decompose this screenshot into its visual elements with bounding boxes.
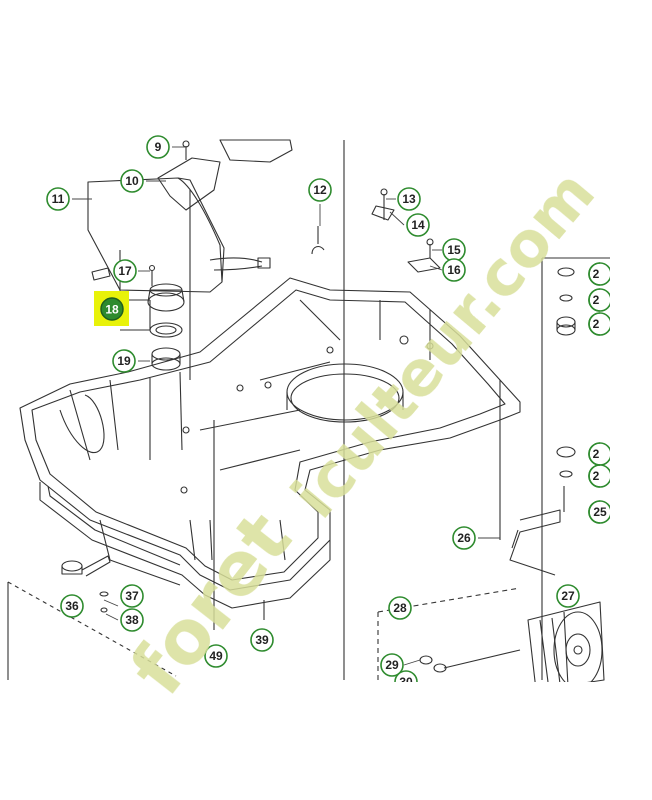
watermark-text-left: foret bbox=[114, 497, 308, 712]
callout-18: 18 bbox=[105, 303, 119, 317]
callout-18-ring bbox=[100, 297, 124, 321]
callout-9: 9 bbox=[155, 140, 162, 154]
callout-13: 13 bbox=[402, 192, 416, 206]
callout-17: 17 bbox=[118, 264, 132, 278]
exploded-view-drawing bbox=[7, 139, 620, 691]
part-27-wheel bbox=[527, 601, 605, 691]
part-18-ring bbox=[149, 322, 183, 338]
callout-36: 36 bbox=[65, 599, 79, 613]
callout-11: 11 bbox=[52, 192, 65, 206]
callout-26: 26 bbox=[457, 531, 471, 545]
callout-2-a: 2 bbox=[593, 267, 600, 281]
callout-49: 49 bbox=[209, 649, 223, 663]
callout-25: 25 bbox=[593, 505, 607, 519]
callout-2-d: 2 bbox=[593, 447, 600, 461]
watermark: foret iculteur.com bbox=[114, 156, 608, 711]
callout-29: 29 bbox=[385, 658, 399, 672]
watermark-text-right: iculteur.com bbox=[278, 156, 609, 531]
callout-12: 12 bbox=[313, 183, 327, 197]
callout-38: 38 bbox=[125, 613, 139, 627]
callout-2-c: 2 bbox=[593, 317, 600, 331]
part-36-cap bbox=[61, 560, 83, 572]
callout-37: 37 bbox=[125, 589, 139, 603]
callouts: 18 bbox=[46, 135, 612, 694]
callout-2-e: 2 bbox=[593, 469, 600, 483]
callout-39: 39 bbox=[255, 633, 269, 647]
chassis-rim bbox=[19, 277, 521, 591]
callout-15: 15 bbox=[447, 243, 461, 257]
callout-27: 27 bbox=[561, 589, 575, 603]
callout-2-b: 2 bbox=[593, 293, 600, 307]
callout-14: 14 bbox=[411, 218, 425, 232]
leader-lines bbox=[72, 146, 500, 666]
callout-19: 19 bbox=[117, 354, 131, 368]
part-26-axle bbox=[509, 509, 561, 576]
battery-pack bbox=[87, 177, 223, 293]
white-mask-bottom bbox=[0, 682, 652, 800]
callout-16: 16 bbox=[447, 263, 461, 277]
callout-28: 28 bbox=[393, 601, 407, 615]
callout-10: 10 bbox=[125, 174, 139, 188]
chassis-inner-rim bbox=[31, 289, 506, 581]
